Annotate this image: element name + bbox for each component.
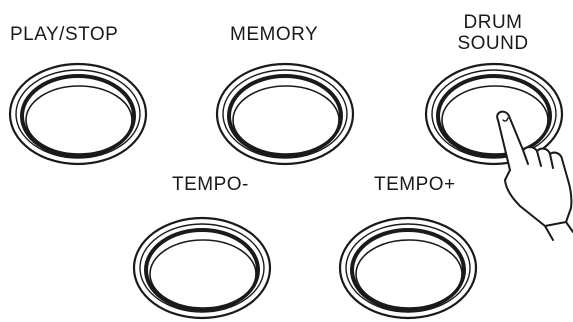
memory-button[interactable] [217,64,353,164]
tempo-minus-button[interactable] [134,218,270,318]
tempo-plus-button[interactable] [340,218,476,318]
play-stop-button[interactable] [10,64,146,164]
